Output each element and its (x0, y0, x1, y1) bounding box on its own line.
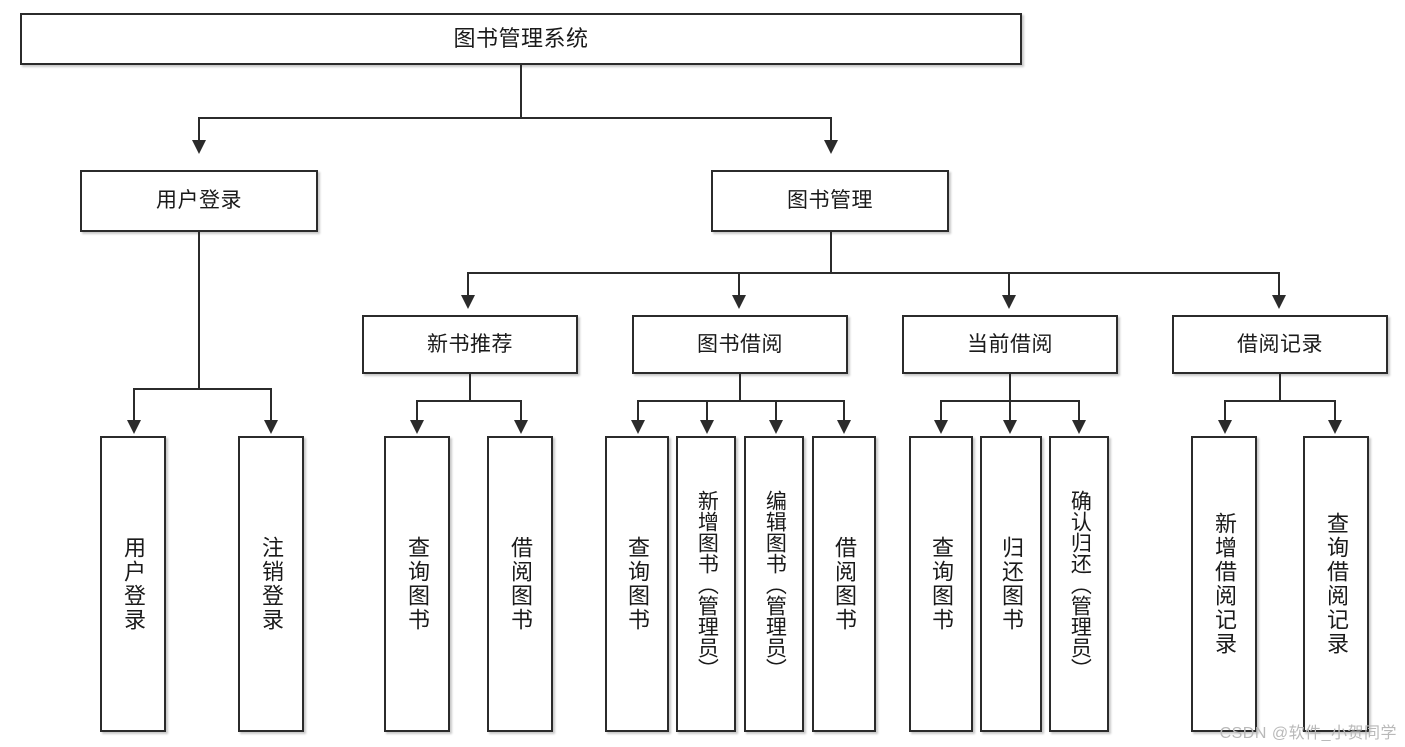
node-book-borrow[interactable]: 图书借阅 (632, 315, 848, 374)
node-label: 用户登录 (156, 189, 242, 213)
connector-borrowrecord-stem (1279, 374, 1281, 401)
connector-root-stem (520, 65, 522, 118)
connector-userlogin-stem (198, 232, 200, 389)
node-root-system[interactable]: 图书管理系统 (20, 13, 1022, 65)
node-label: 新增图书（管理员） (695, 489, 719, 679)
connector-currentborrow-stem (1009, 374, 1011, 401)
connector-root-drop-left (198, 117, 200, 142)
arrow-to-book-manage (824, 140, 838, 154)
connector-bookmanage-drop-1 (467, 272, 469, 296)
connector-borrowrecord-drop-2 (1334, 400, 1336, 421)
node-label: 查询图书 (624, 536, 650, 632)
arrow-to-leaf-query-book-3 (934, 420, 948, 434)
arrow-to-leaf-borrow-book-2 (837, 420, 851, 434)
node-label: 借阅图书 (507, 536, 533, 632)
leaf-query-book-borrow[interactable]: 查询图书 (605, 436, 669, 732)
arrow-to-leaf-return-book (1003, 420, 1017, 434)
connector-bookborrow-stem (739, 374, 741, 401)
leaf-logout[interactable]: 注销登录 (238, 436, 304, 732)
connector-bookmanage-drop-3 (1008, 272, 1010, 296)
leaf-edit-book-admin[interactable]: 编辑图书（管理员） (744, 436, 804, 732)
node-label: 新书推荐 (427, 332, 513, 356)
node-user-login[interactable]: 用户登录 (80, 170, 318, 232)
node-label: 编辑图书（管理员） (763, 489, 787, 679)
arrow-to-leaf-logout (264, 420, 278, 434)
node-label: 归还图书 (998, 536, 1024, 632)
node-borrow-record[interactable]: 借阅记录 (1172, 315, 1388, 374)
connector-newbook-stem (469, 374, 471, 401)
leaf-query-book-recommend[interactable]: 查询图书 (384, 436, 450, 732)
node-new-book-recommend[interactable]: 新书推荐 (362, 315, 578, 374)
leaf-borrow-book[interactable]: 借阅图书 (812, 436, 876, 732)
connector-bookmanage-stem (830, 232, 832, 273)
node-label: 图书管理 (787, 189, 873, 213)
connector-root-bus (198, 117, 832, 119)
connector-root-drop-right (830, 117, 832, 142)
connector-borrowrecord-bus (1224, 400, 1334, 402)
node-label: 借阅记录 (1237, 332, 1323, 356)
connector-bookmanage-drop-4 (1278, 272, 1280, 296)
leaf-query-book-current[interactable]: 查询图书 (909, 436, 973, 732)
arrow-to-leaf-confirm-return (1072, 420, 1086, 434)
connector-currentborrow-drop-1 (940, 400, 942, 421)
connector-currentborrow-drop-3 (1078, 400, 1080, 421)
node-label: 当前借阅 (967, 332, 1053, 356)
node-current-borrow[interactable]: 当前借阅 (902, 315, 1118, 374)
connector-bookborrow-bus (637, 400, 845, 402)
leaf-user-login[interactable]: 用户登录 (100, 436, 166, 732)
arrow-to-borrow-record (1272, 295, 1286, 309)
arrow-to-new-book-recommend (461, 295, 475, 309)
arrow-to-leaf-edit-book (769, 420, 783, 434)
node-label: 确认归还（管理员） (1068, 489, 1092, 679)
connector-bookborrow-drop-3 (775, 400, 777, 421)
node-label: 图书管理系统 (453, 25, 589, 51)
node-label: 借阅图书 (831, 536, 857, 632)
connector-bookborrow-drop-2 (706, 400, 708, 421)
arrow-to-leaf-borrow-book-1 (514, 420, 528, 434)
connector-newbook-drop-2 (520, 400, 522, 421)
leaf-query-borrow-record[interactable]: 查询借阅记录 (1303, 436, 1369, 732)
connector-userlogin-drop-1 (133, 388, 135, 421)
connector-newbook-bus (416, 400, 522, 402)
arrow-to-leaf-query-book-1 (410, 420, 424, 434)
leaf-add-book-admin[interactable]: 新增图书（管理员） (676, 436, 736, 732)
arrow-to-user-login (192, 140, 206, 154)
node-label: 图书借阅 (697, 332, 783, 356)
connector-currentborrow-drop-2 (1009, 400, 1011, 421)
arrow-to-leaf-user-login (127, 420, 141, 434)
connector-userlogin-bus (133, 388, 270, 390)
node-label: 查询图书 (404, 536, 430, 632)
connector-bookmanage-drop-2 (738, 272, 740, 296)
leaf-add-borrow-record[interactable]: 新增借阅记录 (1191, 436, 1257, 732)
leaf-return-book[interactable]: 归还图书 (980, 436, 1042, 732)
connector-bookborrow-drop-1 (637, 400, 639, 421)
node-label: 新增借阅记录 (1211, 512, 1237, 656)
arrow-to-current-borrow (1002, 295, 1016, 309)
connector-newbook-drop-1 (416, 400, 418, 421)
arrow-to-leaf-query-book-2 (631, 420, 645, 434)
node-label: 查询图书 (928, 536, 954, 632)
connector-bookmanage-bus (467, 272, 1280, 274)
arrow-to-leaf-add-book (700, 420, 714, 434)
leaf-confirm-return-admin[interactable]: 确认归还（管理员） (1049, 436, 1109, 732)
node-book-manage[interactable]: 图书管理 (711, 170, 949, 232)
connector-borrowrecord-drop-1 (1224, 400, 1226, 421)
node-label: 注销登录 (258, 536, 284, 632)
arrow-to-leaf-query-record (1328, 420, 1342, 434)
connector-userlogin-drop-2 (270, 388, 272, 421)
arrow-to-leaf-add-record (1218, 420, 1232, 434)
connector-bookborrow-drop-4 (843, 400, 845, 421)
leaf-borrow-book-recommend[interactable]: 借阅图书 (487, 436, 553, 732)
arrow-to-book-borrow (732, 295, 746, 309)
node-label: 用户登录 (120, 536, 146, 632)
node-label: 查询借阅记录 (1323, 512, 1349, 656)
